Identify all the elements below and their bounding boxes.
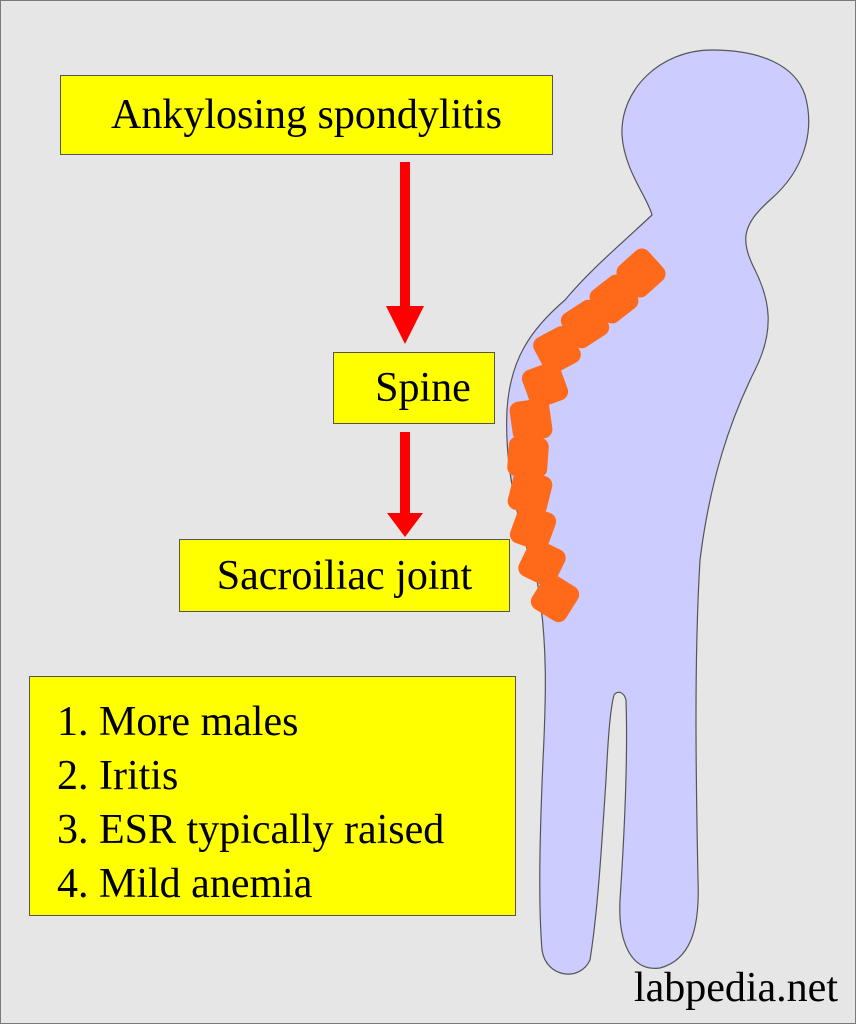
feature-item: 4. Mild anemia: [57, 861, 313, 907]
title-box: Ankylosing spondylitis: [60, 75, 553, 155]
spine-box: Spine: [333, 352, 495, 424]
vertebra: [616, 248, 666, 298]
vertebra: [521, 361, 569, 409]
vertebra: [560, 299, 610, 349]
sacroiliac-label: Sacroiliac joint: [216, 552, 473, 599]
spine-label: Spine: [375, 365, 471, 411]
flow-arrows: [386, 162, 424, 537]
vertebra: [507, 436, 549, 478]
feature-item: 1. More males: [57, 699, 299, 745]
vertebra: [589, 274, 639, 324]
body-silhouette: [506, 49, 810, 975]
arrow-down-1: [386, 162, 424, 344]
feature-item: 2. Iritis: [57, 753, 179, 799]
features-box: 1. More males 2. Iritis 3. ESR typically…: [29, 676, 516, 916]
vertebra: [507, 470, 553, 516]
brand-watermark: labpedia.net: [633, 965, 838, 1011]
arrow-down-2: [387, 432, 423, 537]
vertebra: [530, 573, 580, 623]
vertebra: [533, 326, 581, 374]
vertebra: [509, 504, 557, 552]
feature-item: 3. ESR typically raised: [57, 807, 445, 853]
vertebrae: [507, 248, 666, 623]
title-label: Ankylosing spondylitis: [111, 92, 502, 138]
vertebra: [509, 398, 553, 442]
sacroiliac-box: Sacroiliac joint: [179, 539, 510, 612]
